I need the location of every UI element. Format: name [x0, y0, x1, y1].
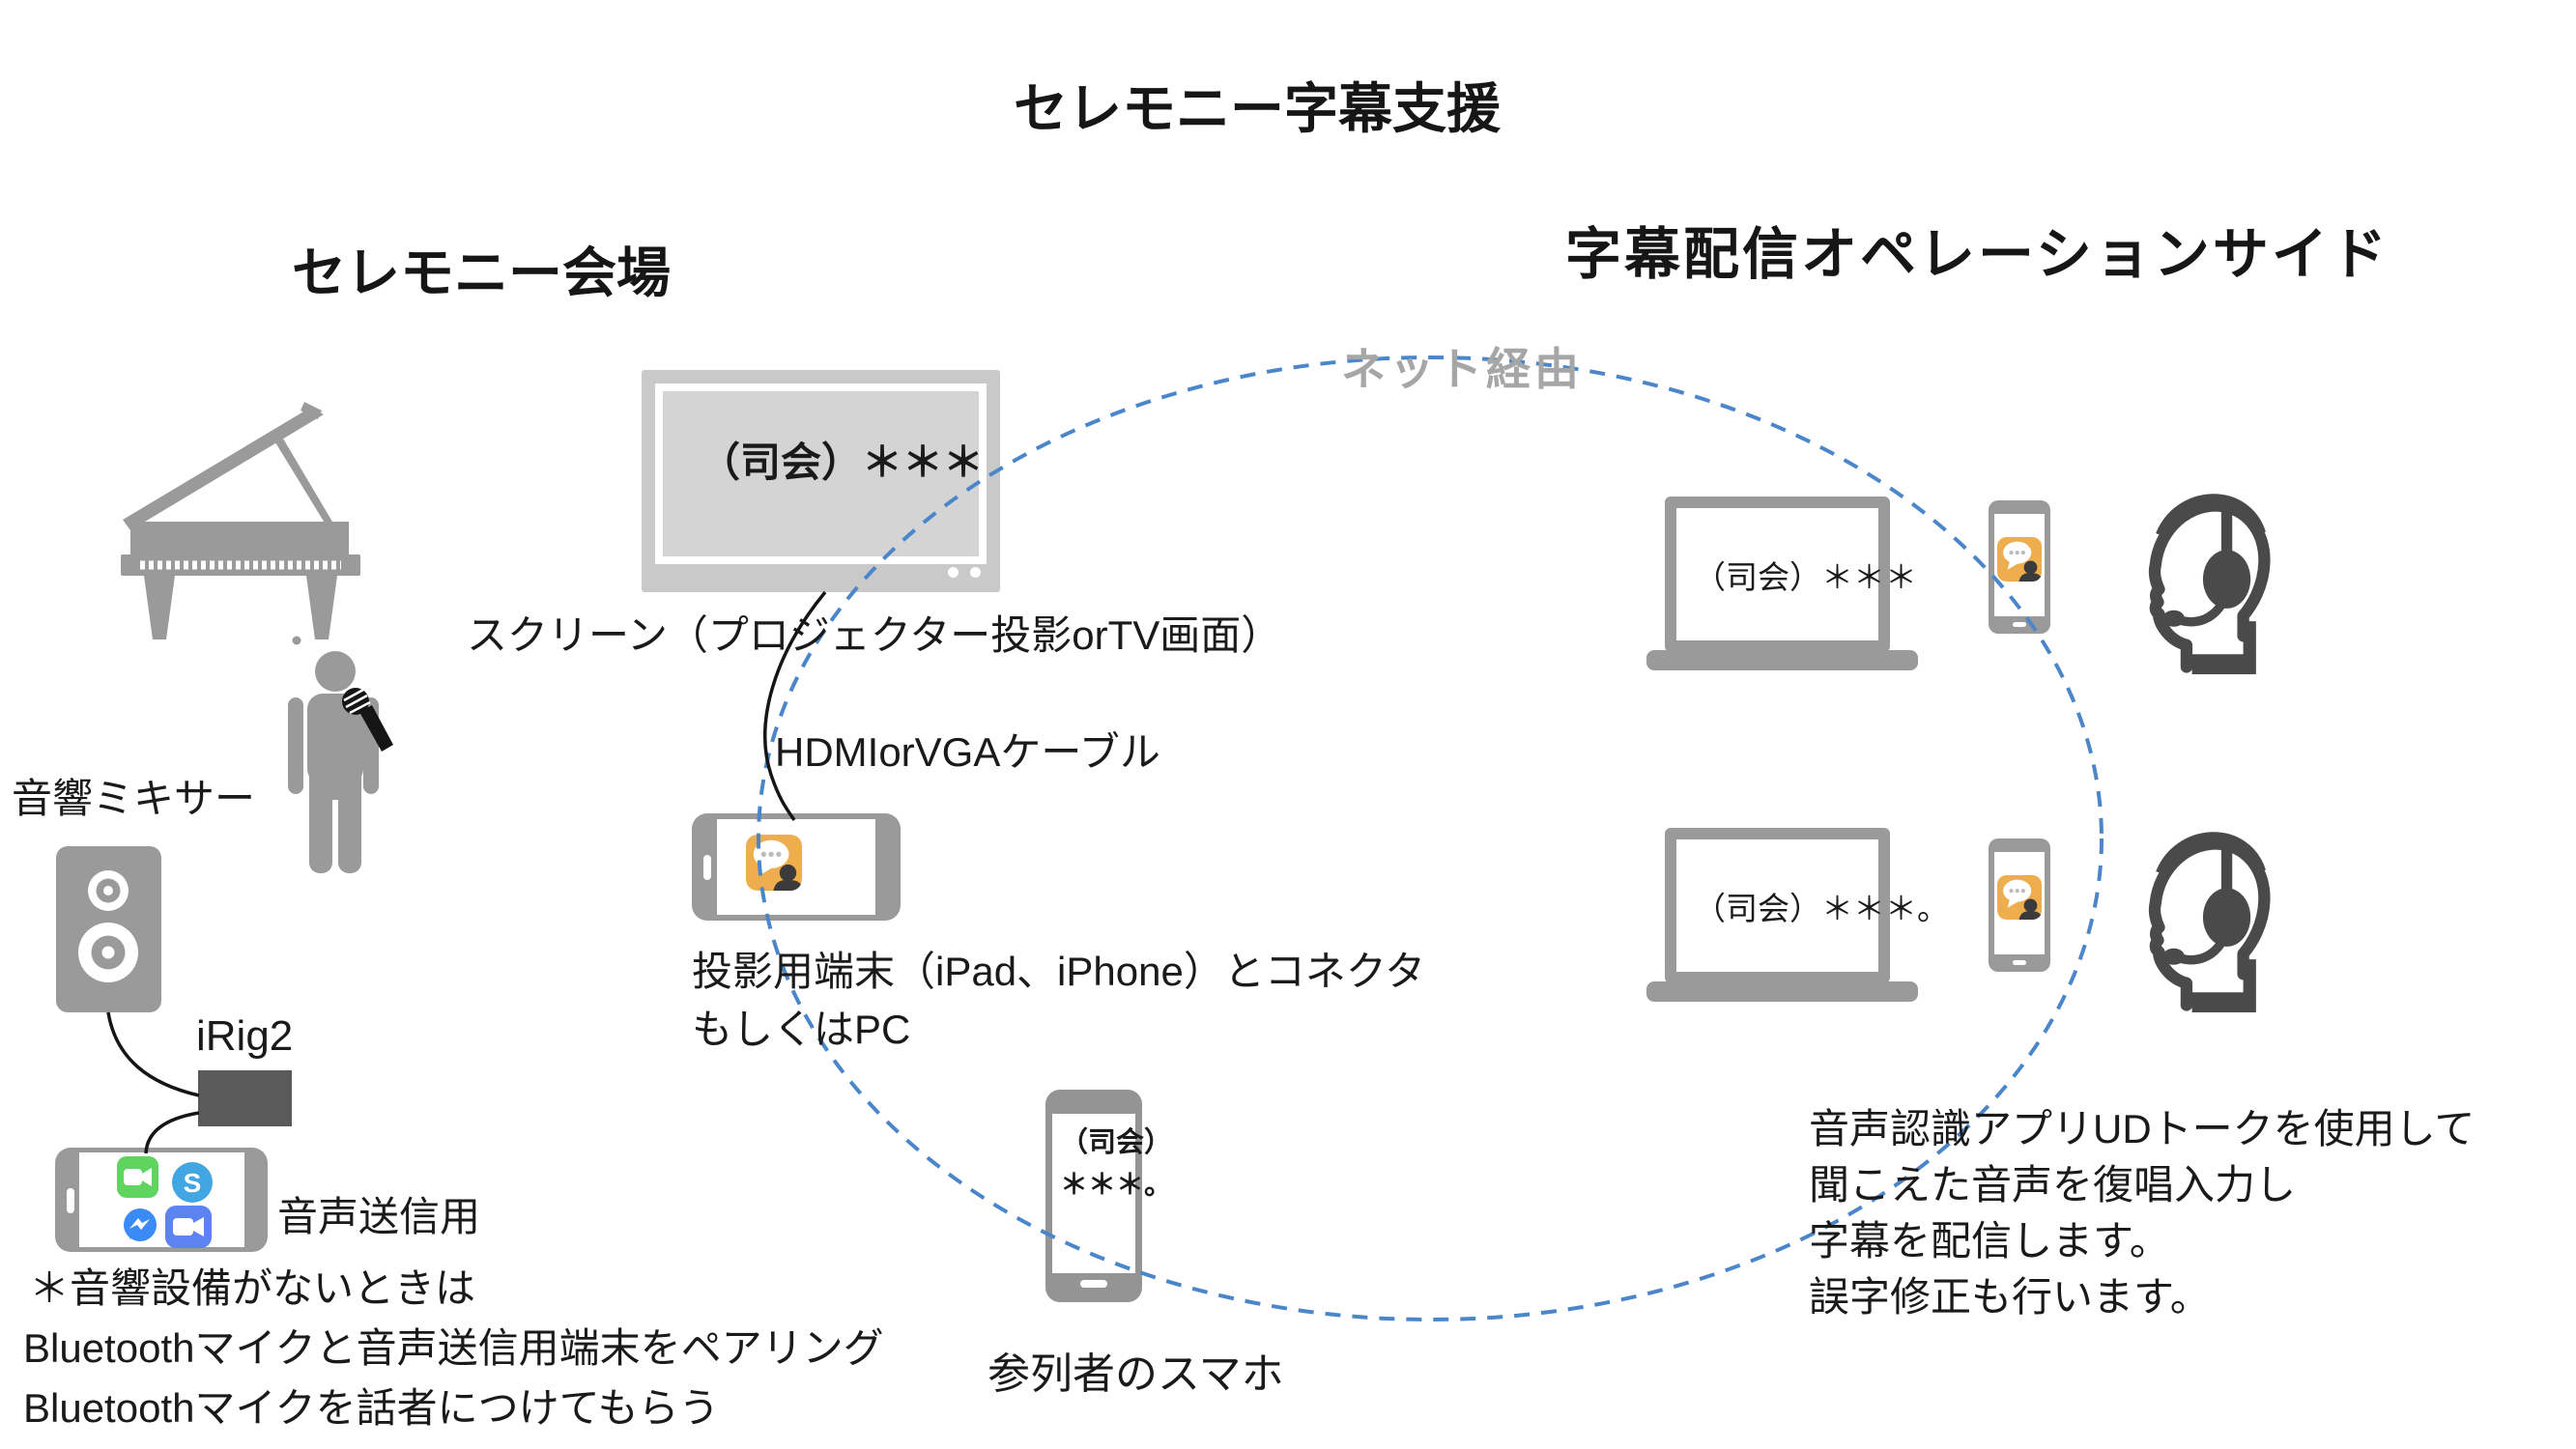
zoom-icon [165, 1206, 212, 1248]
tv-indicator-dot [970, 567, 981, 578]
audio-sender-phone-icon: S [55, 1148, 268, 1252]
attendee-phone-caption-2: ＊＊＊。 [1060, 1170, 1173, 1201]
page-title: セレモニー字幕支援 [1014, 78, 1501, 139]
headset-operator-icon [2148, 494, 2271, 675]
microphone-icon [342, 688, 393, 752]
speaker-to-irig-cable [106, 1011, 200, 1097]
tv-caption: （司会）＊＊＊ [700, 440, 985, 485]
facetime-icon [117, 1156, 158, 1198]
irig2-adapter [198, 1070, 292, 1126]
tv-display: （司会）＊＊＊ [663, 391, 984, 556]
ops-description-line: 字幕を配信します。 [1809, 1218, 2170, 1264]
attendee-phone-caption-1: （司会） [1060, 1127, 1173, 1158]
udtalk-icon [1997, 875, 2042, 920]
laptop-base [1646, 981, 1918, 1002]
grand-piano-icon [121, 402, 360, 645]
tv-screen-icon: （司会）＊＊＊ [642, 370, 1000, 592]
projection-phone-icon [692, 813, 901, 921]
svg-text:S: S [184, 1168, 202, 1198]
udtalk-phone-icon [1989, 838, 2050, 972]
note-line-1: ＊音響設備がないときは [29, 1265, 476, 1311]
udtalk-icon [746, 835, 802, 891]
mixer-speaker-icon [56, 846, 161, 1012]
attendee-phone-icon: （司会） ＊＊＊。 [1045, 1090, 1172, 1302]
note-line-3: Bluetoothマイクを話者につけてもらう [23, 1385, 720, 1431]
hdmi-cable-label: HDMIorVGAケーブル [775, 729, 1160, 775]
attendee-phone-label: 参列者のスマホ [987, 1350, 1284, 1398]
ops-description-line: 音声認識アプリUDトークを使用して [1809, 1106, 2476, 1151]
note-line-2: Bluetoothマイクと音声送信用端末をペアリング [23, 1325, 884, 1371]
laptop-base [1646, 650, 1918, 670]
headset-operator-icon [2148, 832, 2271, 1013]
laptop-caption: （司会）＊＊＊ [1694, 558, 1917, 595]
irig-label: iRig2 [196, 1012, 294, 1060]
projection-device-label-2: もしくはPC [692, 1007, 911, 1052]
ops-heading: 字幕配信オペレーションサイド [1565, 223, 2390, 286]
laptop-caption: （司会）＊＊＊。 [1694, 890, 1949, 926]
udtalk-icon [1997, 537, 2042, 582]
projection-device-label-1: 投影用端末（iPad、iPhone）とコネクタ [692, 949, 1426, 994]
mixer-label: 音響ミキサー [12, 776, 256, 821]
network-label: ネット経由 [1341, 344, 1583, 394]
ops-description: 音声認識アプリUDトークを使用して 聞こえた音声を復唱入力し 字幕を配信します。… [1809, 1101, 2475, 1325]
laptop-icon: （司会）＊＊＊ [1665, 497, 1917, 652]
skype-icon: S [172, 1162, 213, 1203]
ops-description-line: 聞こえた音声を復唱入力し [1809, 1162, 2297, 1208]
messenger-icon [124, 1208, 157, 1241]
speaker-person-icon [288, 651, 393, 873]
ops-description-line: 誤字修正も行います。 [1809, 1274, 2211, 1320]
venue-heading: セレモニー会場 [292, 242, 671, 303]
laptop-icon: （司会）＊＊＊。 [1665, 828, 1949, 983]
audio-sender-label: 音声送信用 [277, 1194, 481, 1239]
tv-indicator-dot [948, 567, 959, 578]
screen-label: スクリーン（プロジェクター投影orTV画面） [467, 612, 1282, 658]
udtalk-phone-icon [1989, 500, 2050, 634]
